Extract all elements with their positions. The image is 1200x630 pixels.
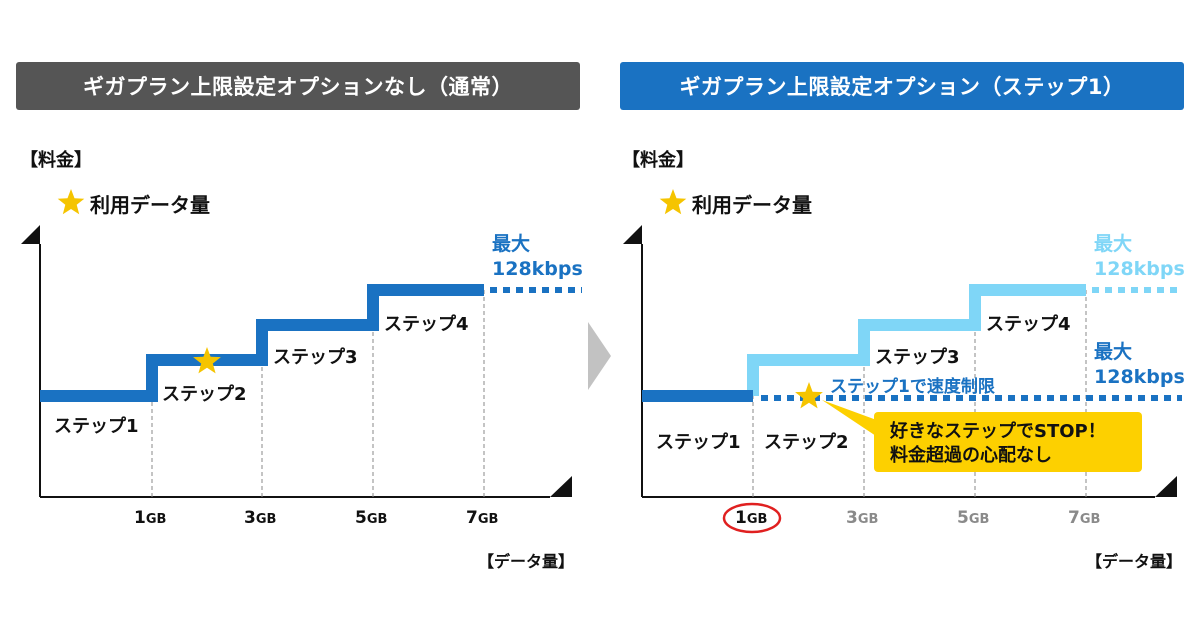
left-step-1: ステップ1 <box>54 416 139 437</box>
callout-box: 好きなステップでSTOP！ 料金超過の心配なし <box>874 412 1142 472</box>
speed-limit-note: ステップ1で速度制限 <box>830 377 995 397</box>
left-tick-1gb: 1GB <box>134 508 167 528</box>
chevron-right-icon <box>588 322 611 390</box>
left-y-axis-label: 【料金】 <box>20 150 92 171</box>
right-panel-title: ギガプラン上限設定オプション（ステップ1） <box>620 62 1184 110</box>
left-step-2: ステップ2 <box>162 384 247 405</box>
right-usage-star-icon <box>795 382 823 409</box>
highlight-circle-1gb <box>722 502 782 534</box>
left-tick-3gb: 3GB <box>244 508 277 528</box>
left-tick-5gb: 5GB <box>355 508 388 528</box>
right-max-speed-dark-value: 128kbps <box>1094 366 1185 388</box>
left-step-4: ステップ4 <box>384 314 469 335</box>
callout-line-2: 料金超過の心配なし <box>890 445 1052 466</box>
right-tick-7gb: 7GB <box>1068 508 1101 528</box>
left-step-3: ステップ3 <box>273 347 358 368</box>
right-y-axis-label: 【料金】 <box>622 150 694 171</box>
left-usage-star-icon <box>193 347 221 374</box>
left-tick-7gb: 7GB <box>466 508 499 528</box>
right-y-axis-arrow-icon <box>623 225 642 244</box>
left-price-staircase <box>40 284 484 402</box>
left-max-speed-value: 128kbps <box>492 258 583 280</box>
right-max-speed-light-label: 最大 <box>1094 233 1133 255</box>
left-max-speed: 最大 128kbps <box>492 232 583 282</box>
left-max-speed-label: 最大 <box>492 233 531 255</box>
left-y-axis-arrow-icon <box>21 225 40 244</box>
right-x-axis-arrow-icon <box>1155 476 1177 497</box>
right-max-speed-dark-label: 最大 <box>1094 341 1133 363</box>
left-x-axis-label: 【データ量】 <box>478 552 575 571</box>
right-light-staircase <box>747 284 1086 396</box>
right-max-speed-dark: 最大 128kbps <box>1094 340 1185 390</box>
right-legend-star-icon <box>659 189 687 215</box>
callout-line-1: 好きなステップでSTOP！ <box>890 421 1106 442</box>
right-legend-label: 利用データ量 <box>692 193 812 217</box>
right-step-1: ステップ1 <box>656 432 741 453</box>
left-legend-label: 利用データ量 <box>90 193 210 217</box>
right-tick-5gb: 5GB <box>957 508 990 528</box>
right-tick-3gb: 3GB <box>846 508 879 528</box>
right-step-3: ステップ3 <box>875 347 960 368</box>
right-x-axis-label: 【データ量】 <box>1086 552 1183 571</box>
left-legend-star-icon <box>57 189 85 215</box>
left-x-axis-arrow-icon <box>550 476 572 497</box>
right-step-4: ステップ4 <box>986 314 1071 335</box>
left-panel-title: ギガプラン上限設定オプションなし（通常） <box>16 62 580 110</box>
right-max-speed-light-value: 128kbps <box>1094 258 1185 280</box>
right-max-speed-light: 最大 128kbps <box>1094 232 1185 282</box>
right-step-2: ステップ2 <box>764 432 849 453</box>
callout-pointer <box>822 400 882 440</box>
right-tick-1gb: 1GB <box>735 508 768 528</box>
